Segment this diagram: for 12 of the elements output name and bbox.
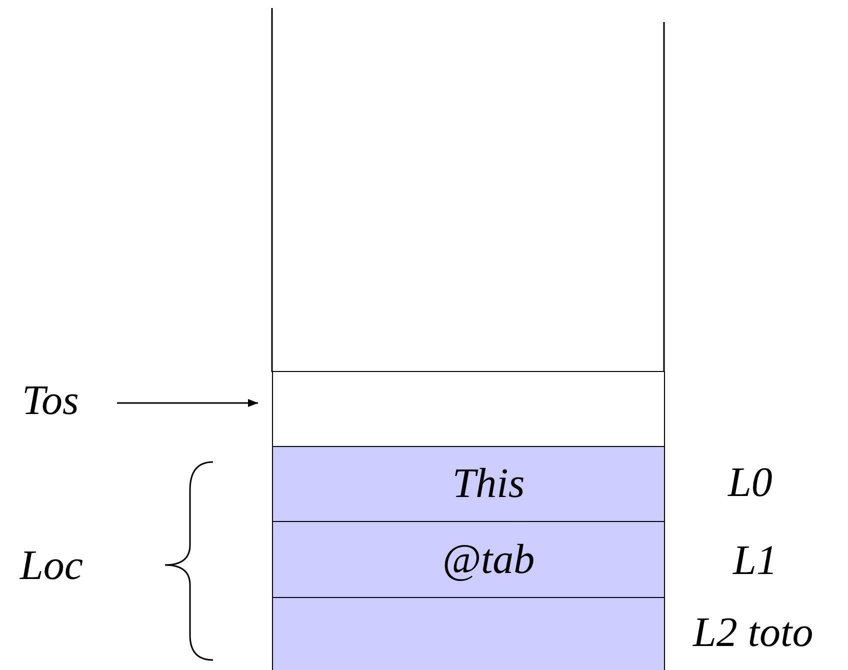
slot-label: L0 <box>728 462 772 504</box>
stack-cell <box>272 446 665 522</box>
stack-cell <box>272 597 665 670</box>
slot-label: L2 toto <box>693 612 814 654</box>
arrow <box>117 399 258 407</box>
slot-label: L1 <box>733 540 778 582</box>
stack-cell <box>272 521 665 598</box>
cell-text: @tab <box>442 536 535 584</box>
group-label: Loc <box>20 545 83 587</box>
pointer-label: Tos <box>22 380 79 422</box>
stack-cell <box>272 371 665 447</box>
cell-text: This <box>452 460 525 508</box>
